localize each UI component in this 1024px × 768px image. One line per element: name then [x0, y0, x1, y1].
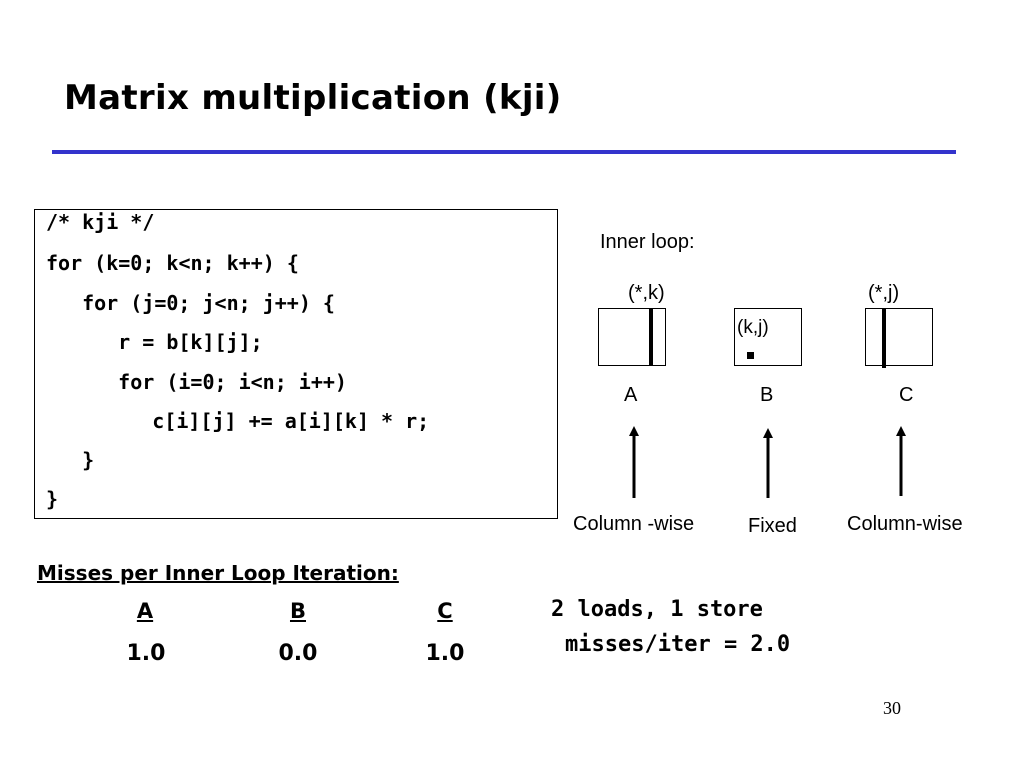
arrow-up-a [629, 426, 639, 498]
matrix-a-access: Column -wise [573, 513, 695, 535]
arrow-up-b [763, 428, 773, 498]
code-line-5: for (i=0; i<n; i++) [70, 370, 347, 394]
code-line-2: for (k=0; k<n; k++) { [46, 251, 299, 275]
misses-col-b-head: B [289, 599, 306, 623]
matrix-c-column-bar [882, 308, 886, 368]
misses-col-a-head: A [136, 599, 154, 623]
code-line-6: c[i][j] += a[i][k] * r; [80, 409, 430, 433]
misses-col-b-value: 0.0 [278, 641, 318, 666]
title-underline [52, 150, 956, 154]
code-box [34, 209, 558, 519]
matrix-b-element [747, 352, 754, 359]
matrix-b [734, 308, 802, 366]
matrix-a-index-label: (*,k) [628, 282, 665, 304]
matrix-a-name: A [624, 384, 638, 406]
code-line-4: r = b[k][j]; [70, 330, 263, 354]
matrix-b-access: Fixed [748, 515, 797, 537]
matrix-c-index-label: (*,j) [868, 282, 900, 304]
slide-title: Matrix multiplication (kji) [64, 78, 562, 118]
misses-col-c-value: 1.0 [425, 641, 465, 666]
misses-col-a-value: 1.0 [126, 641, 166, 666]
code-line-7: } [58, 448, 95, 472]
matrix-b-name: B [760, 384, 774, 406]
arrow-up-c [896, 426, 906, 496]
summary-line-1: 2 loads, 1 store [551, 597, 763, 622]
code-line-8: } [46, 487, 59, 511]
matrix-c [865, 308, 933, 366]
matrix-a-column-bar [649, 308, 653, 366]
summary-line-2: misses/iter = 2.0 [565, 632, 791, 657]
matrix-b-index-label: (k,j) [737, 317, 769, 338]
misses-heading: Misses per Inner Loop Iteration: [37, 561, 399, 585]
matrix-a [598, 308, 666, 366]
page-number: 30 [883, 698, 901, 718]
misses-col-c-head: C [437, 599, 453, 623]
code-line-3: for (j=0; j<n; j++) { [58, 291, 335, 315]
matrix-c-name: C [899, 384, 914, 406]
matrix-c-access: Column-wise [847, 513, 963, 535]
inner-loop-label: Inner loop: [600, 231, 695, 253]
code-line-1: /* kji */ [46, 210, 155, 234]
